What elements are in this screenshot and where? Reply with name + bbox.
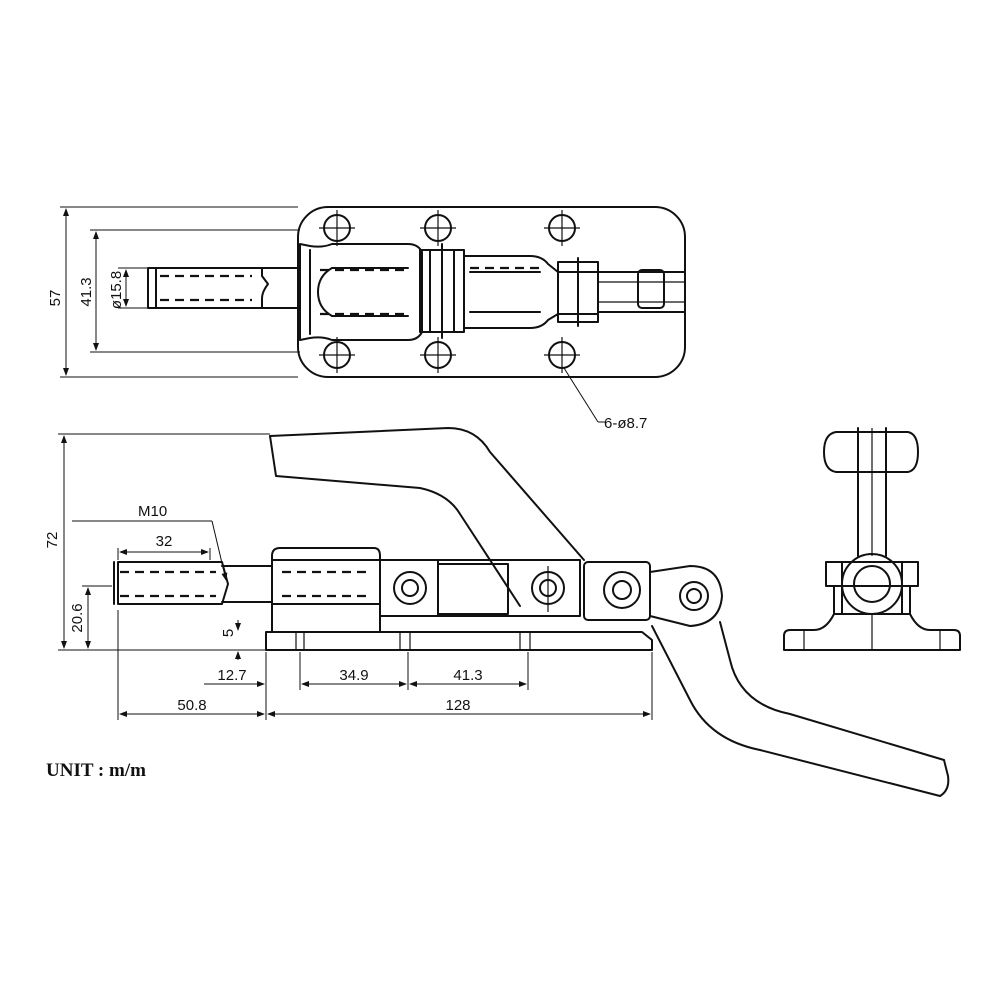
- plunger-side: [117, 561, 229, 605]
- side-view: 72 M10 32 20.6 5 12.7 34.9 41.3 50.8 128: [44, 427, 950, 797]
- unit-note: UNIT : m/m: [46, 760, 146, 781]
- dim-72: 72: [44, 532, 61, 549]
- mounting-holes-top: [319, 210, 580, 373]
- hole-callout: 6-ø8.7: [604, 415, 647, 432]
- dim-41-3-side: 41.3: [453, 667, 482, 684]
- dim-34-9: 34.9: [339, 667, 368, 684]
- dim-41-3-top: 41.3: [78, 277, 95, 306]
- dim-32: 32: [156, 533, 173, 550]
- top-view: 57 41.3 ø15.8 6-ø8.7: [47, 206, 686, 432]
- plunger-shaft-top: [147, 267, 269, 309]
- dim-57: 57: [47, 290, 64, 307]
- base-plate-outline: [297, 206, 686, 378]
- top-view-dimensions: [60, 206, 606, 423]
- dim-128: 128: [445, 697, 470, 714]
- dim-plunger-diameter: ø15.8: [108, 271, 125, 309]
- dim-20-6: 20.6: [69, 603, 86, 632]
- dim-50-8: 50.8: [177, 697, 206, 714]
- base-plate-side: [265, 631, 653, 651]
- dim-5: 5: [220, 629, 237, 637]
- dim-12-7: 12.7: [217, 667, 246, 684]
- handle-raised: [269, 435, 521, 607]
- end-view: [783, 427, 961, 651]
- thread-callout: M10: [138, 503, 167, 520]
- side-view-dimensions: [58, 433, 653, 720]
- housing-side: [271, 547, 381, 633]
- handle-lowered: [651, 625, 941, 797]
